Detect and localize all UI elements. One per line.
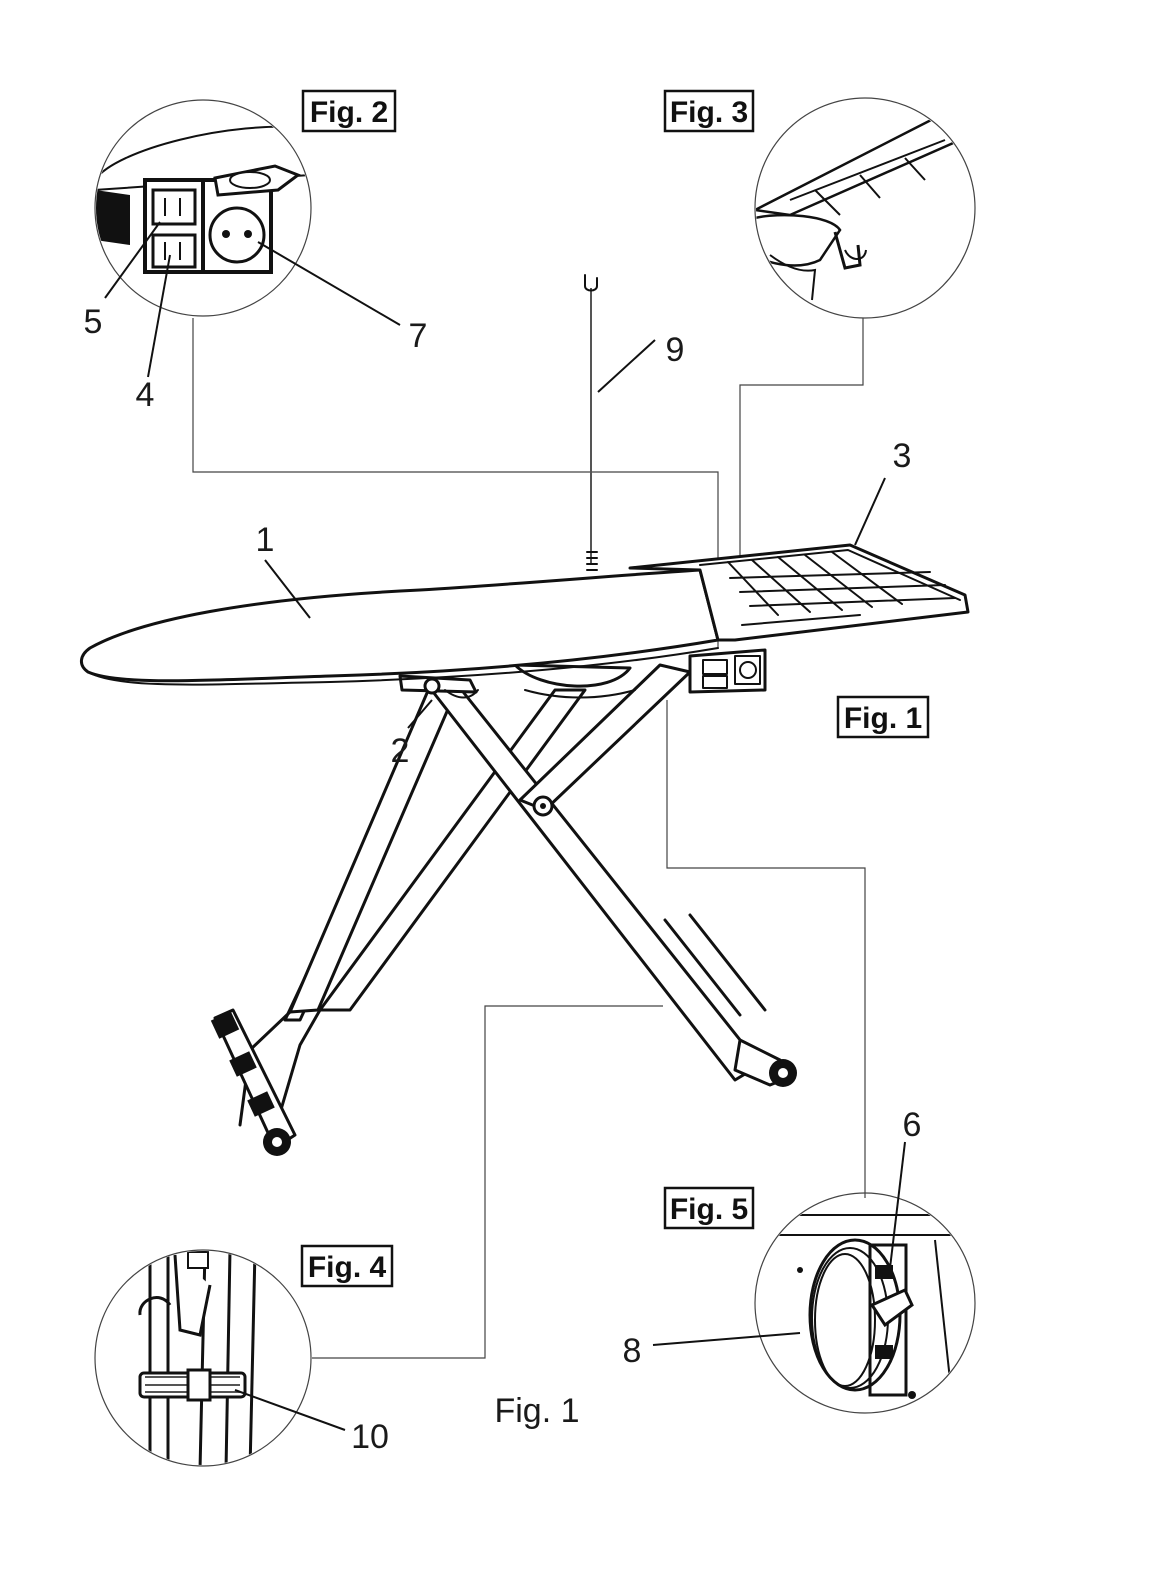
callout-5: 5 (84, 303, 103, 341)
svg-text:Fig. 3: Fig. 3 (670, 96, 748, 129)
connector-lines (193, 318, 865, 1358)
left-foot (211, 1010, 295, 1156)
svg-text:Fig. 1: Fig. 1 (844, 702, 922, 735)
callout-7: 7 (409, 317, 428, 355)
callout-3: 3 (893, 437, 912, 475)
fig5-label: Fig. 5 (665, 1188, 753, 1228)
callout-9: 9 (666, 331, 685, 369)
callout-6: 6 (903, 1106, 922, 1144)
fig4-label: Fig. 4 (302, 1246, 392, 1286)
callout-8: 8 (623, 1332, 642, 1370)
legs (211, 665, 797, 1156)
fig5-detail (755, 1193, 975, 1413)
fig1-label: Fig. 1 (838, 697, 928, 737)
callout-2: 2 (391, 732, 410, 770)
callout-numbers: 1 2 3 4 5 6 7 8 9 10 (84, 303, 922, 1456)
svg-text:Fig. 4: Fig. 4 (308, 1251, 387, 1284)
fig2-label: Fig. 2 (303, 91, 395, 131)
fig4-detail (95, 1250, 311, 1470)
ironing-board (81, 275, 968, 1156)
callout-10: 10 (351, 1418, 389, 1456)
svg-text:Fig. 2: Fig. 2 (310, 96, 388, 129)
fig2-detail (95, 100, 311, 316)
board-socket-unit (690, 650, 765, 692)
figure-caption: Fig. 1 (494, 1392, 579, 1430)
figure-labels: Fig. 2 Fig. 3 Fig. 1 Fig. 5 Fig. 4 (302, 91, 928, 1286)
leader-lines (105, 222, 905, 1430)
callout-4: 4 (136, 376, 155, 414)
cord-holder (585, 275, 597, 570)
fig3-label: Fig. 3 (665, 91, 753, 131)
board-top (81, 570, 718, 681)
callout-1: 1 (256, 521, 275, 559)
right-foot (735, 1040, 797, 1087)
svg-text:Fig. 5: Fig. 5 (670, 1193, 748, 1226)
fig3-detail (755, 98, 975, 318)
